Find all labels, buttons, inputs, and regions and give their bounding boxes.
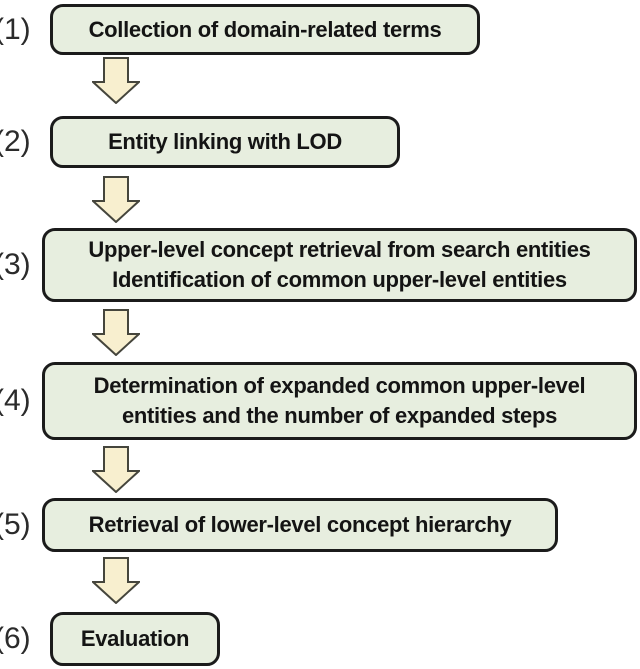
step-box-lower-level-retrieval: Retrieval of lower-level concept hierarc… [42,498,558,552]
step-box-expanded-entities: Determination of expanded common upper-l… [42,362,637,440]
step-box-evaluation: Evaluation [50,612,220,666]
step-number-2: (2) [0,125,31,158]
down-arrow-icon [92,309,140,356]
step-box-label: Collection of domain-related terms [88,16,442,42]
step-box-label-line-2: entities and the number of expanded step… [121,403,558,428]
step-number-5: (5) [0,508,31,541]
down-arrow-icon [92,557,140,604]
step-box-label-line-1: Determination of expanded common upper-l… [93,373,586,398]
step-box-label-line-1: Upper-level concept retrieval from searc… [88,237,591,262]
step-box-upper-level-retrieval: Upper-level concept retrieval from searc… [42,228,637,302]
step-number-3: (3) [0,248,31,281]
step-number-1: (1) [0,12,31,46]
step-box-label: Entity linking with LOD [108,129,342,154]
step-box-entity-linking: Entity linking with LOD [50,116,400,168]
step-box-collection-of-terms: Collection of domain-related terms [50,4,480,55]
step-number-6: (6) [0,622,31,655]
down-arrow-icon [92,57,140,104]
step-number-4: (4) [0,384,31,417]
step-box-label: Retrieval of lower-level concept hierarc… [88,512,512,537]
step-box-label: Evaluation [80,626,190,651]
step-box-label-line-2: Identification of common upper-level ent… [112,267,567,292]
down-arrow-icon [92,176,140,223]
down-arrow-icon [92,446,140,493]
